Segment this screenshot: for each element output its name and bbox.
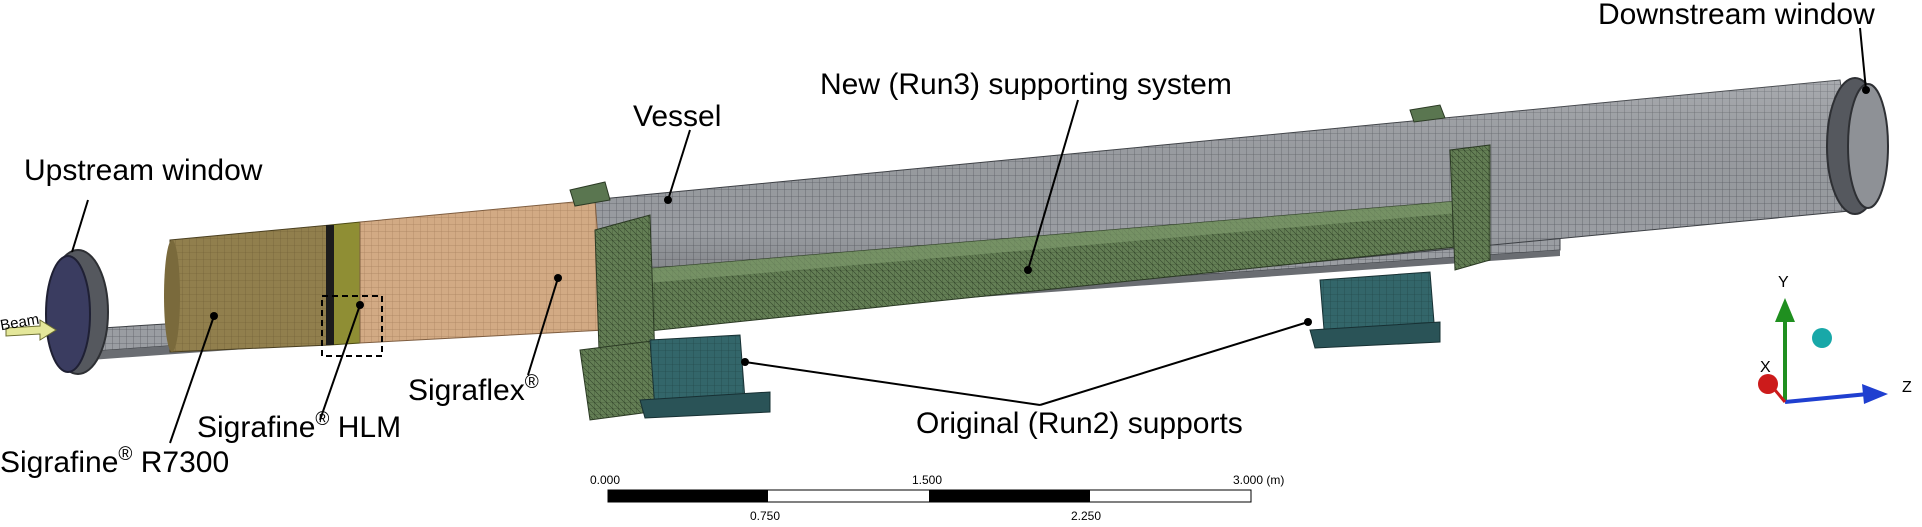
sigraflex-block [359,199,606,344]
label-original-supports: Original (Run2) supports [916,407,1243,440]
z-axis-line [1784,392,1869,404]
leader-lines [71,27,1867,444]
scale-bar: 0.000 1.500 3.000 (m) 0.750 2.250 [590,473,1284,523]
detail-box [321,295,383,357]
beam-arrow-icon [5,319,57,341]
downstream-window [1826,77,1889,215]
original-supports [639,271,1441,419]
scale-tick-0: 0.000 [590,473,620,487]
upstream-window [45,249,109,375]
scale-tick-1500: 1.500 [912,473,942,487]
scale-tick-750: 0.750 [750,509,780,523]
axes-triad: Y Z X [1758,274,1912,404]
new-supporting-system [569,104,1491,421]
label-beam: Beam [0,311,40,335]
label-new-supporting-system: New (Run3) supporting system [820,68,1232,101]
label-sigrafine-r7300: Sigrafine® R7300 [0,444,229,479]
label-downstream-window: Downstream window [1598,0,1875,31]
scale-tick-2250: 2.250 [1071,509,1101,523]
label-sigrafine-hlm: Sigrafine® HLM [197,409,401,444]
leader-dots [210,86,1870,366]
y-axis-arrow-icon [1775,298,1795,322]
x-axis-ball-icon [1758,374,1778,394]
x-axis-label: X [1760,359,1771,376]
view-origin-ball-icon [1812,328,1832,348]
sigrafine-hlm-band [326,221,361,346]
label-sigraflex: Sigraflex® [408,372,539,407]
z-axis-label: Z [1902,379,1912,396]
z-axis-arrow-icon [1862,384,1888,404]
scale-bar-segment-3 [929,490,1090,502]
y-axis-label: Y [1778,274,1789,291]
sigrafine-r7300-block [164,224,331,353]
scale-tick-3000: 3.000 (m) [1233,473,1284,487]
label-vessel: Vessel [633,100,721,133]
scale-bar-segment-1 [608,490,768,502]
label-upstream-window: Upstream window [24,154,263,187]
